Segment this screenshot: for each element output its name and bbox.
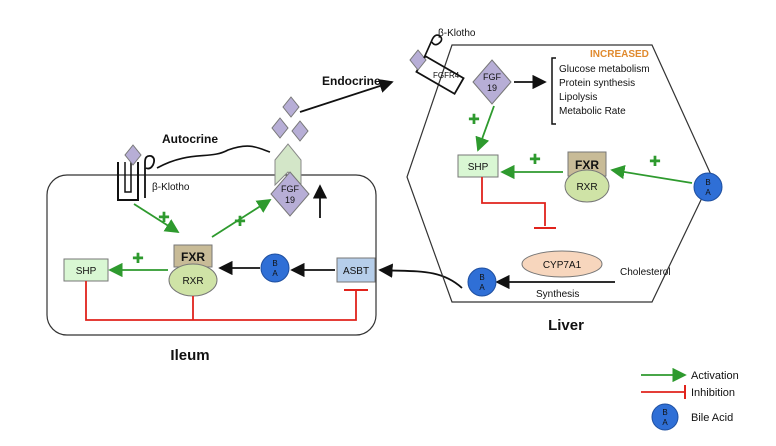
legend-activation-label: Activation xyxy=(691,370,739,382)
svg-text:B: B xyxy=(662,408,667,417)
ileum-fgf19: FGF 19 xyxy=(270,171,310,217)
receptor-to-fxr-arrow xyxy=(133,203,180,233)
legend-bile-acid-label: Bile Acid xyxy=(691,412,733,424)
liver-label: Liver xyxy=(548,317,584,334)
liver-fgfr4-receptor xyxy=(409,49,465,96)
plus-icon: ✚ xyxy=(158,209,170,225)
asbt-transporter: ASBT xyxy=(336,257,376,283)
svg-text:B: B xyxy=(705,178,710,187)
liver-beta-klotho-label: β-Klotho xyxy=(438,28,476,39)
liver-beta-klotho-icon xyxy=(423,34,443,59)
endocrine-label: Endocrine xyxy=(322,74,381,88)
fxr-to-fgf19-arrow xyxy=(211,199,272,238)
svg-text:SHP: SHP xyxy=(468,162,489,173)
ileum-cell xyxy=(46,174,377,336)
liver-to-asbt-arrow xyxy=(378,263,463,289)
ileum-inhibition-line xyxy=(85,281,357,321)
svg-text:FXR: FXR xyxy=(575,158,599,172)
plus-icon: ✚ xyxy=(468,111,480,127)
legend: Activation Inhibition B A Bile Acid xyxy=(641,367,739,431)
svg-text:A: A xyxy=(662,418,668,427)
ileum-fxr-rxr: FXR RXR xyxy=(168,244,218,297)
ba-to-fxr-arrow xyxy=(610,164,693,184)
svg-text:19: 19 xyxy=(285,195,295,205)
svg-text:A: A xyxy=(705,188,711,197)
autocrine-label: Autocrine xyxy=(162,132,218,146)
svg-text:FGF: FGF xyxy=(281,184,299,194)
effects-bracket xyxy=(551,57,556,125)
svg-text:RXR: RXR xyxy=(182,276,203,287)
increased-heading: INCREASED xyxy=(590,49,649,60)
cyp7a1-enzyme: CYP7A1 xyxy=(521,250,603,278)
ileum-bile-acid-icon: B A xyxy=(260,253,290,283)
fgf19-diamond xyxy=(271,117,289,139)
legend-bile-acid-icon: B A xyxy=(651,403,679,431)
cholesterol-label: Cholesterol xyxy=(620,267,671,278)
increased-item: Metabolic Rate xyxy=(559,106,626,117)
increased-item: Protein synthesis xyxy=(559,78,635,89)
liver-synth-bile-acid-icon: B A xyxy=(467,267,497,297)
synthesis-label: Synthesis xyxy=(536,289,579,300)
liver-fgf19: FGF 19 xyxy=(472,59,512,105)
ileum-shp: SHP xyxy=(63,258,109,282)
svg-text:19: 19 xyxy=(487,83,497,93)
svg-text:ASBT: ASBT xyxy=(343,266,369,277)
fgf19-diamond xyxy=(282,96,300,118)
plus-icon: ✚ xyxy=(132,250,144,266)
svg-text:B: B xyxy=(272,259,277,268)
ileum-fgfr4-receptor xyxy=(117,144,142,201)
endocrine-arrow xyxy=(299,79,394,113)
ileum-label: Ileum xyxy=(170,347,209,364)
fgf19-to-shp-arrow xyxy=(475,105,495,152)
shp-inhibition-line xyxy=(481,177,546,226)
autocrine-curve xyxy=(156,145,271,169)
liver-bile-acid-icon: B A xyxy=(693,172,723,202)
increased-item: Lipolysis xyxy=(559,92,597,103)
ileum-beta-klotho-label: β-Klotho xyxy=(152,182,190,193)
svg-text:CYP7A1: CYP7A1 xyxy=(543,260,582,271)
svg-text:FGF: FGF xyxy=(483,72,501,82)
fgfr4-label: FGFR4 xyxy=(433,71,460,80)
svg-text:A: A xyxy=(479,283,485,292)
svg-text:A: A xyxy=(272,269,278,278)
svg-text:SHP: SHP xyxy=(76,266,97,277)
increased-item: Glucose metabolism xyxy=(559,64,650,75)
svg-text:FXR: FXR xyxy=(181,250,205,264)
svg-text:RXR: RXR xyxy=(576,182,597,193)
legend-inhibition-label: Inhibition xyxy=(691,387,735,399)
liver-hexagon xyxy=(406,44,713,303)
plus-icon: ✚ xyxy=(234,213,246,229)
liver-fxr-rxr: FXR RXR xyxy=(564,151,610,203)
plus-icon: ✚ xyxy=(649,153,661,169)
fgf19-diamond xyxy=(291,120,309,142)
plus-icon: ✚ xyxy=(529,151,541,167)
svg-text:B: B xyxy=(479,273,484,282)
liver-shp: SHP xyxy=(457,154,499,178)
ileum-beta-klotho-icon xyxy=(144,154,156,198)
